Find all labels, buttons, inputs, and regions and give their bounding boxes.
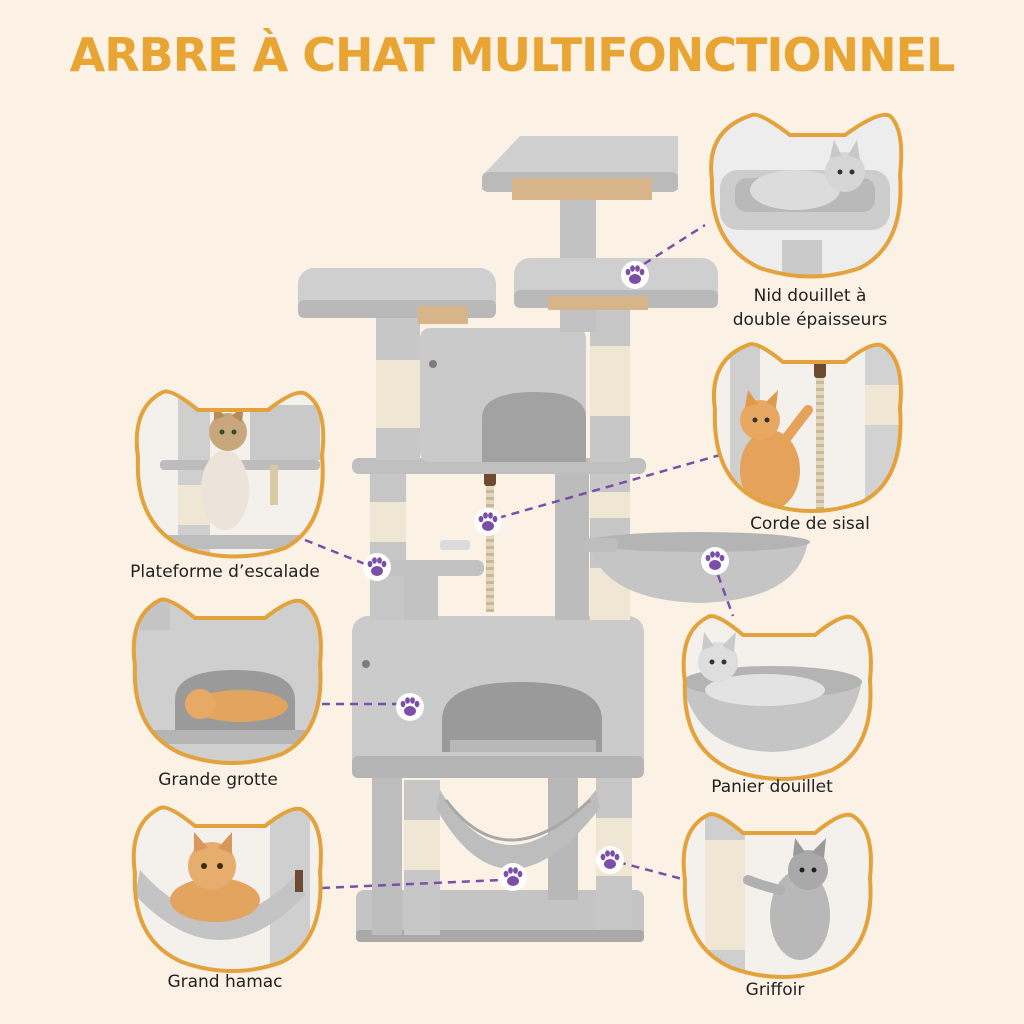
caption-nest-line-1: Nid douillet à: [753, 286, 867, 306]
feature-frame-sisal-rope: [712, 342, 903, 513]
caption-basket: Panier douillet: [672, 775, 872, 799]
caption-hammock: Grand hamac: [125, 970, 325, 994]
paw-icon: [596, 846, 624, 874]
connector-lines: [304, 223, 735, 890]
feature-frame-scratcher: [681, 812, 873, 979]
feature-frame-basket: [681, 614, 873, 781]
caption-platform-line-1: Plateforme d’escalade: [130, 562, 320, 582]
feature-frame-platform: [134, 389, 326, 559]
caption-cave: Grande grotte: [118, 768, 318, 792]
paw-icon: [363, 553, 391, 581]
paw-icon: [701, 547, 729, 575]
paw-icon: [621, 261, 649, 289]
caption-scratcher: Griffoir: [675, 978, 875, 1002]
caption-cave-line-1: Grande grotte: [158, 770, 278, 790]
caption-hammock-line-1: Grand hamac: [167, 972, 283, 992]
caption-basket-line-1: Panier douillet: [711, 777, 833, 797]
cat-tree: [298, 136, 810, 942]
page-title: ARBRE À CHAT MULTIFONCTIONNEL: [69, 28, 956, 82]
feature-frame-hammock: [131, 805, 323, 973]
caption-nest-line-2: double épaisseurs: [732, 310, 888, 330]
paw-icon: [396, 693, 424, 721]
caption-nest: Nid douillet à double épaisseurs: [710, 284, 910, 332]
paw-icon: [474, 508, 502, 536]
caption-sisal-rope-line-1: Corde de sisal: [750, 514, 870, 534]
feature-frame-nest: [709, 112, 904, 279]
caption-sisal-rope: Corde de sisal: [710, 512, 910, 536]
caption-platform: Plateforme d’escalade: [115, 560, 335, 584]
paw-icon: [499, 863, 527, 891]
feature-frame-cave: [131, 597, 323, 765]
caption-scratcher-line-1: Griffoir: [745, 980, 805, 1000]
